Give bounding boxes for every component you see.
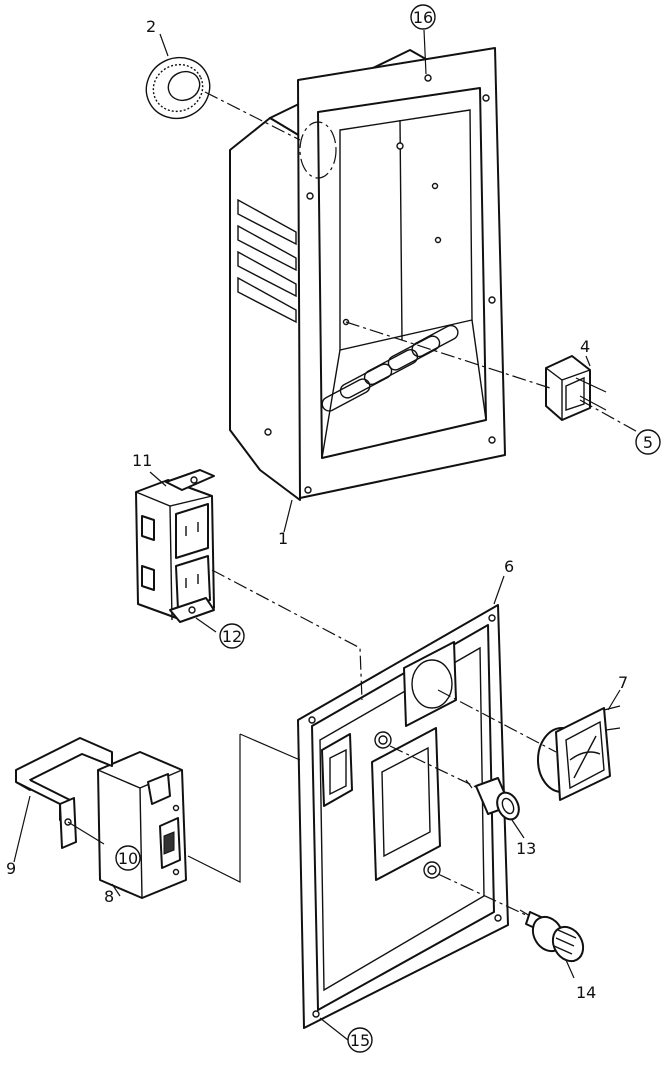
callout-pointers xyxy=(13,33,621,1041)
part-4-rectifier xyxy=(545,355,607,421)
svg-text:5: 5 xyxy=(643,433,653,452)
part-2-grommet xyxy=(145,56,211,120)
callout-7: 7 xyxy=(618,673,628,692)
callout-5: 5 xyxy=(635,429,661,455)
callout-15: 15 xyxy=(347,1027,373,1053)
callout-2: 2 xyxy=(146,17,156,36)
callout-9: 9 xyxy=(6,859,16,878)
callout-13: 13 xyxy=(516,839,536,858)
svg-text:12: 12 xyxy=(222,627,242,646)
part-9-bracket xyxy=(15,737,113,849)
part-1-control-box xyxy=(229,47,506,501)
part-13-pilot-lamp xyxy=(465,777,520,821)
svg-text:16: 16 xyxy=(413,8,433,27)
leader-lines xyxy=(67,29,653,917)
part-14-knob xyxy=(519,909,585,963)
callout-12: 12 xyxy=(219,623,245,649)
svg-text:10: 10 xyxy=(118,849,138,868)
side-louvers xyxy=(237,198,297,324)
callout-10: 10 xyxy=(115,845,141,871)
callouts: 2 16 4 5 11 1 12 6 7 10 9 8 13 14 15 xyxy=(6,4,661,1053)
callout-14: 14 xyxy=(576,983,596,1002)
callout-8: 8 xyxy=(104,887,114,906)
part-11-receptacle xyxy=(135,469,215,623)
callout-1: 1 xyxy=(278,529,288,548)
callout-16: 16 xyxy=(410,4,436,30)
callout-6: 6 xyxy=(504,557,514,576)
floor-slots xyxy=(321,324,459,412)
part-8-circuit-breaker xyxy=(97,751,187,899)
svg-text:15: 15 xyxy=(350,1031,370,1050)
callout-11: 11 xyxy=(132,451,152,470)
callout-4: 4 xyxy=(580,337,590,356)
part-7-meter xyxy=(537,705,621,801)
part-6-control-panel xyxy=(297,604,509,1029)
